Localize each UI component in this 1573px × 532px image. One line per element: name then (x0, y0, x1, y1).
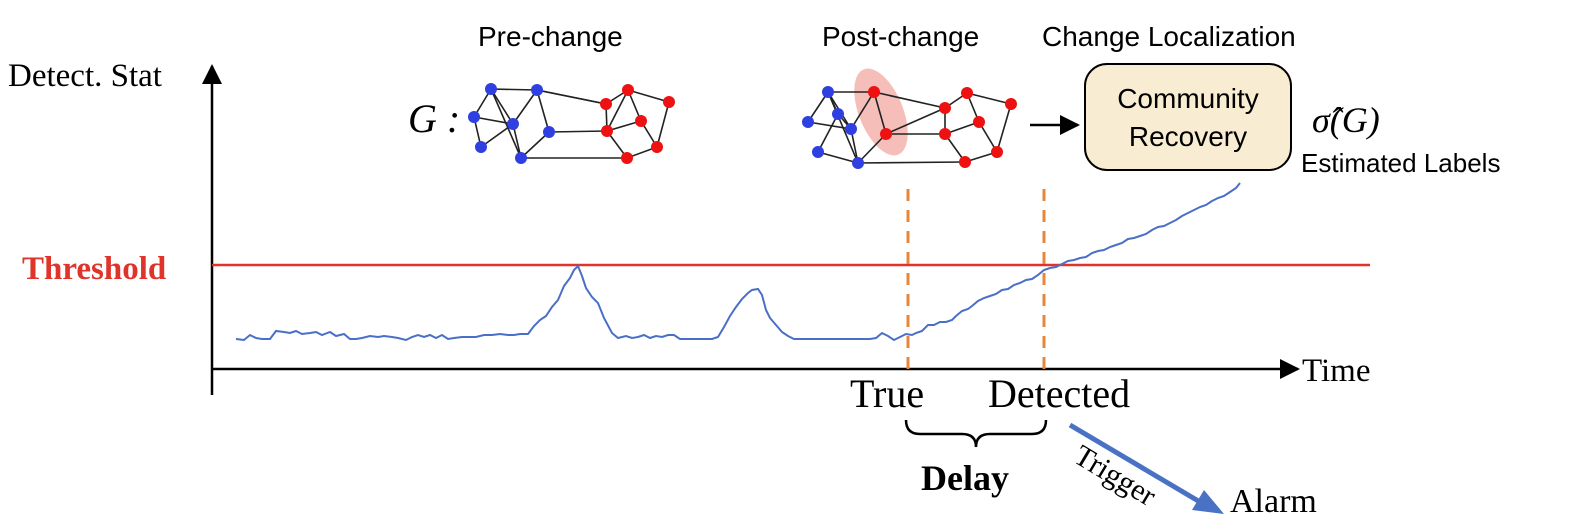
graph-edge (857, 133, 887, 164)
graph-node-blue (475, 141, 487, 153)
graph-edge (873, 91, 887, 135)
graph-node-blue (845, 123, 857, 135)
graph-node-blue (802, 116, 814, 128)
graph-edge (490, 88, 522, 159)
graph-node-blue (468, 111, 480, 123)
graph-node-red (621, 152, 633, 164)
delay-group: Delay (904, 419, 1048, 498)
graph-node-blue (822, 86, 834, 98)
graph-edge (827, 91, 859, 164)
delay-label: Delay (921, 458, 1009, 498)
graph-node-blue (852, 157, 864, 169)
graph-edge (817, 151, 859, 164)
graph-node-red (635, 115, 647, 127)
detected-change-label: Detected (988, 371, 1130, 416)
x-axis-label: Time (1302, 353, 1370, 389)
graph-edge (480, 123, 514, 148)
graph-edge (873, 91, 946, 109)
graph-edge (944, 121, 980, 135)
graph-edge (627, 89, 670, 103)
graph-node-red (1005, 98, 1017, 110)
graph-node-red (600, 98, 612, 110)
graph-node-red (973, 116, 985, 128)
graph-node-red (939, 128, 951, 140)
graph-edge (536, 89, 550, 133)
graph-node-red (961, 87, 973, 99)
graph-node-blue (812, 146, 824, 158)
graph-prefix-label: G : (408, 96, 460, 141)
graph-edge (606, 89, 629, 132)
alarm-label: Alarm (1230, 483, 1317, 520)
graph-node-red (939, 102, 951, 114)
graph-node-red (663, 96, 675, 108)
graph-edge (536, 89, 607, 105)
y-axis-label: Detect. Stat (8, 58, 162, 94)
curly-brace-icon (904, 419, 1048, 448)
graph-node-red (651, 141, 663, 153)
threshold-label: Threshold (22, 251, 166, 287)
graph-edge (656, 101, 670, 148)
graph-node-blue (515, 152, 527, 164)
detection-statistic-line (235, 182, 1241, 342)
graph-edge (857, 161, 966, 164)
sigma-hat-label: σ̂(G) (1312, 100, 1380, 140)
pre-change-graph (468, 83, 675, 164)
graph-node-red (601, 125, 613, 137)
trigger-arrowhead (1192, 490, 1224, 514)
community-recovery-rect (1084, 63, 1292, 171)
graph-edge (490, 88, 514, 125)
graph-node-blue (485, 83, 497, 95)
community-recovery-line1: Community (1117, 83, 1259, 114)
graph-node-blue (832, 108, 844, 120)
arrow-diagonal-icon (1068, 422, 1202, 505)
graph-edge (817, 113, 839, 153)
community-recovery-box: Community Recovery (1084, 63, 1292, 171)
graph-edge (490, 88, 538, 91)
estimated-labels-text: Estimated Labels (1301, 148, 1500, 178)
graph-edge (850, 91, 875, 130)
post-change-graph (802, 86, 1017, 169)
graph-edge (996, 103, 1012, 153)
graph-node-red (880, 128, 892, 140)
graph-node-red (991, 146, 1003, 158)
graph-edge (548, 130, 608, 133)
community-recovery-line2: Recovery (1129, 121, 1247, 152)
graph-node-blue (507, 118, 519, 130)
trigger-group: Trigger Alarm (1068, 422, 1317, 520)
change-localization-title: Change Localization (1042, 21, 1296, 52)
graph-edge (807, 91, 829, 123)
graph-edge (520, 131, 550, 159)
graph-node-red (959, 156, 971, 168)
graph-edge (512, 89, 538, 125)
graph-node-red (868, 86, 880, 98)
graph-node-red (622, 84, 634, 96)
true-change-label: True (850, 371, 924, 416)
graph-edge (885, 107, 946, 135)
change-markers: True Detected (850, 189, 1130, 416)
post-change-title: Post-change (822, 21, 979, 52)
graph-edge (807, 121, 852, 130)
axes: Detect. Stat Time (8, 58, 1370, 395)
threshold: Threshold (22, 251, 1370, 287)
graph-node-blue (531, 84, 543, 96)
graph-node-blue (543, 126, 555, 138)
graph-edge (966, 92, 1012, 105)
pre-change-title: Pre-change (478, 21, 623, 52)
